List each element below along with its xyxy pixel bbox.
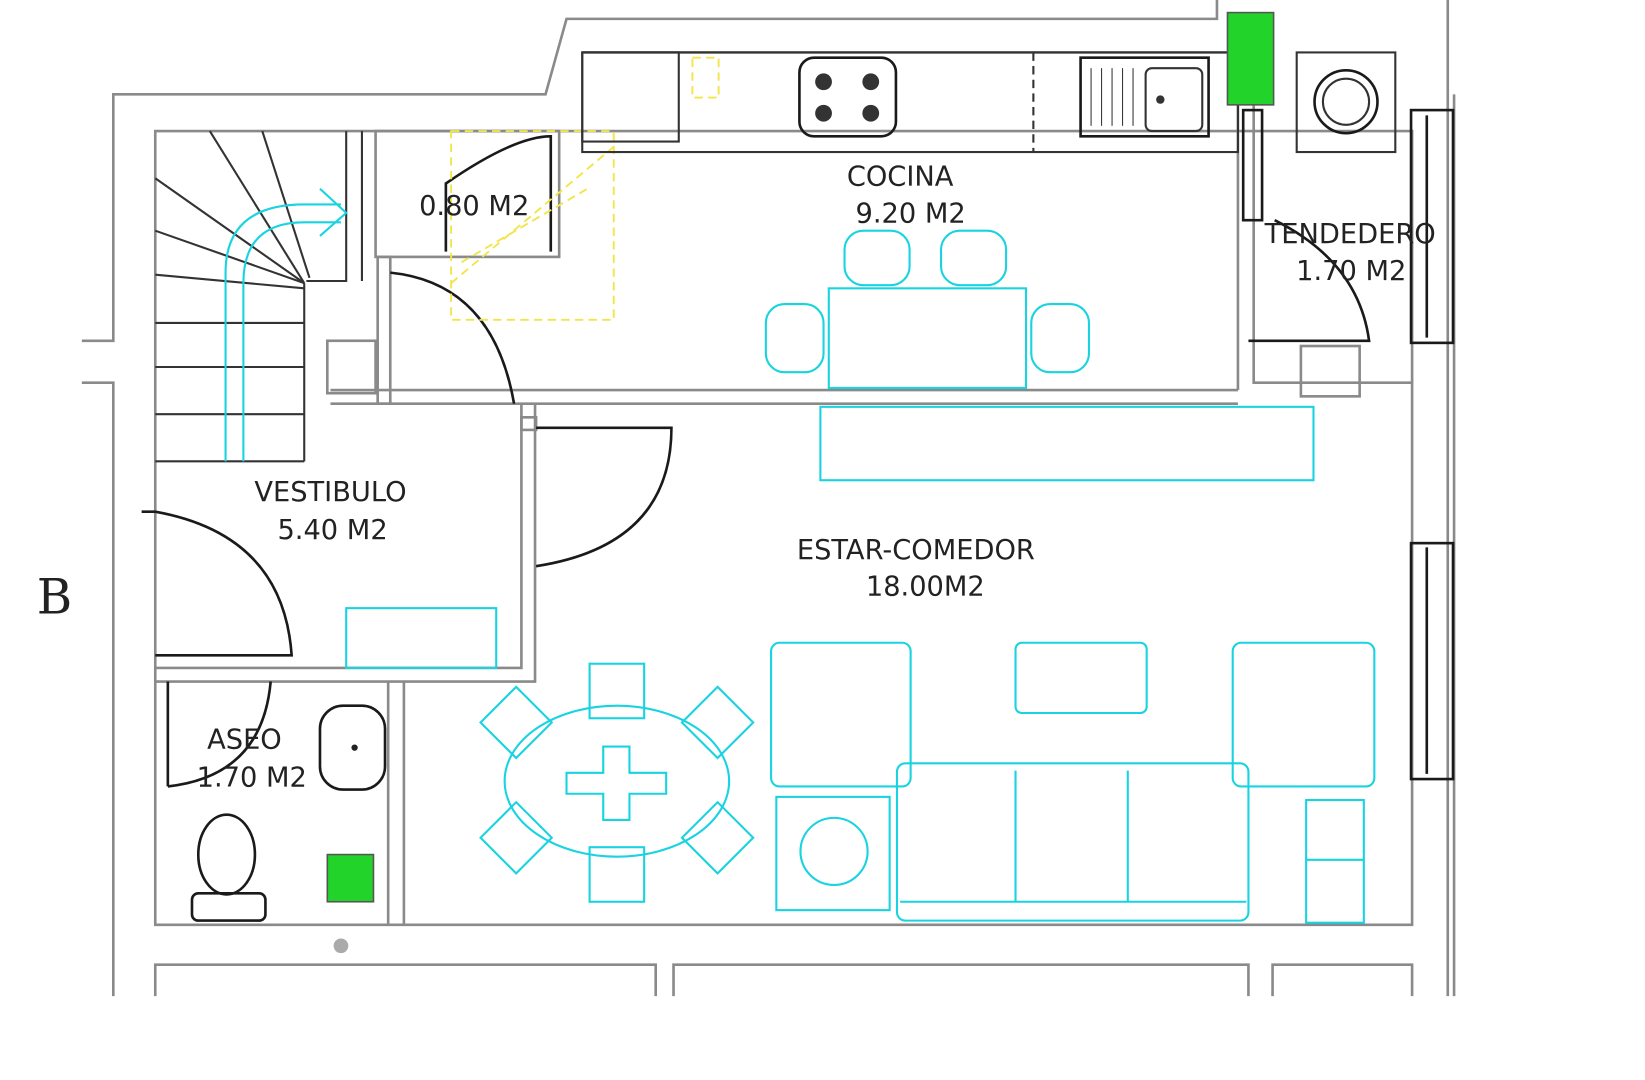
section-marker: B	[37, 569, 72, 625]
kitchen-fixtures	[326, 11, 1397, 903]
staircase	[154, 130, 363, 463]
washbasin-icon	[318, 704, 387, 791]
room-area-aseo: 1.70 M2	[197, 762, 307, 793]
sink-icon	[1079, 56, 1210, 138]
windows	[1241, 108, 1455, 781]
room-area-estar-comedor: 18.00M2	[866, 572, 985, 603]
room-name-estar-comedor: ESTAR-COMEDOR	[797, 535, 1035, 566]
ventilation-shaft	[1226, 11, 1275, 106]
cooktop-icon	[798, 56, 898, 138]
washing-machine-icon	[1295, 51, 1397, 154]
hidden-stair-lines	[450, 56, 720, 321]
room-name-vestibulo: VESTIBULO	[254, 477, 406, 508]
living-room-furniture	[345, 405, 1376, 924]
room-area-vestibulo: 5.40 M2	[277, 515, 387, 546]
room-name-cocina: COCINA	[847, 162, 954, 193]
kitchen-table	[764, 229, 1091, 390]
ventilation-shaft-aseo	[326, 853, 375, 903]
toilet-icon	[196, 813, 257, 896]
bathroom-fixtures	[190, 704, 387, 954]
room-area-despensa: 0.80 M2	[419, 191, 529, 222]
room-area-cocina: 9.20 M2	[856, 198, 966, 229]
room-name-aseo: ASEO	[207, 725, 282, 756]
room-area-tendedero: 1.70 M2	[1296, 256, 1406, 287]
room-name-tendedero: TENDEDERO	[1264, 219, 1436, 250]
doors	[141, 134, 1371, 788]
